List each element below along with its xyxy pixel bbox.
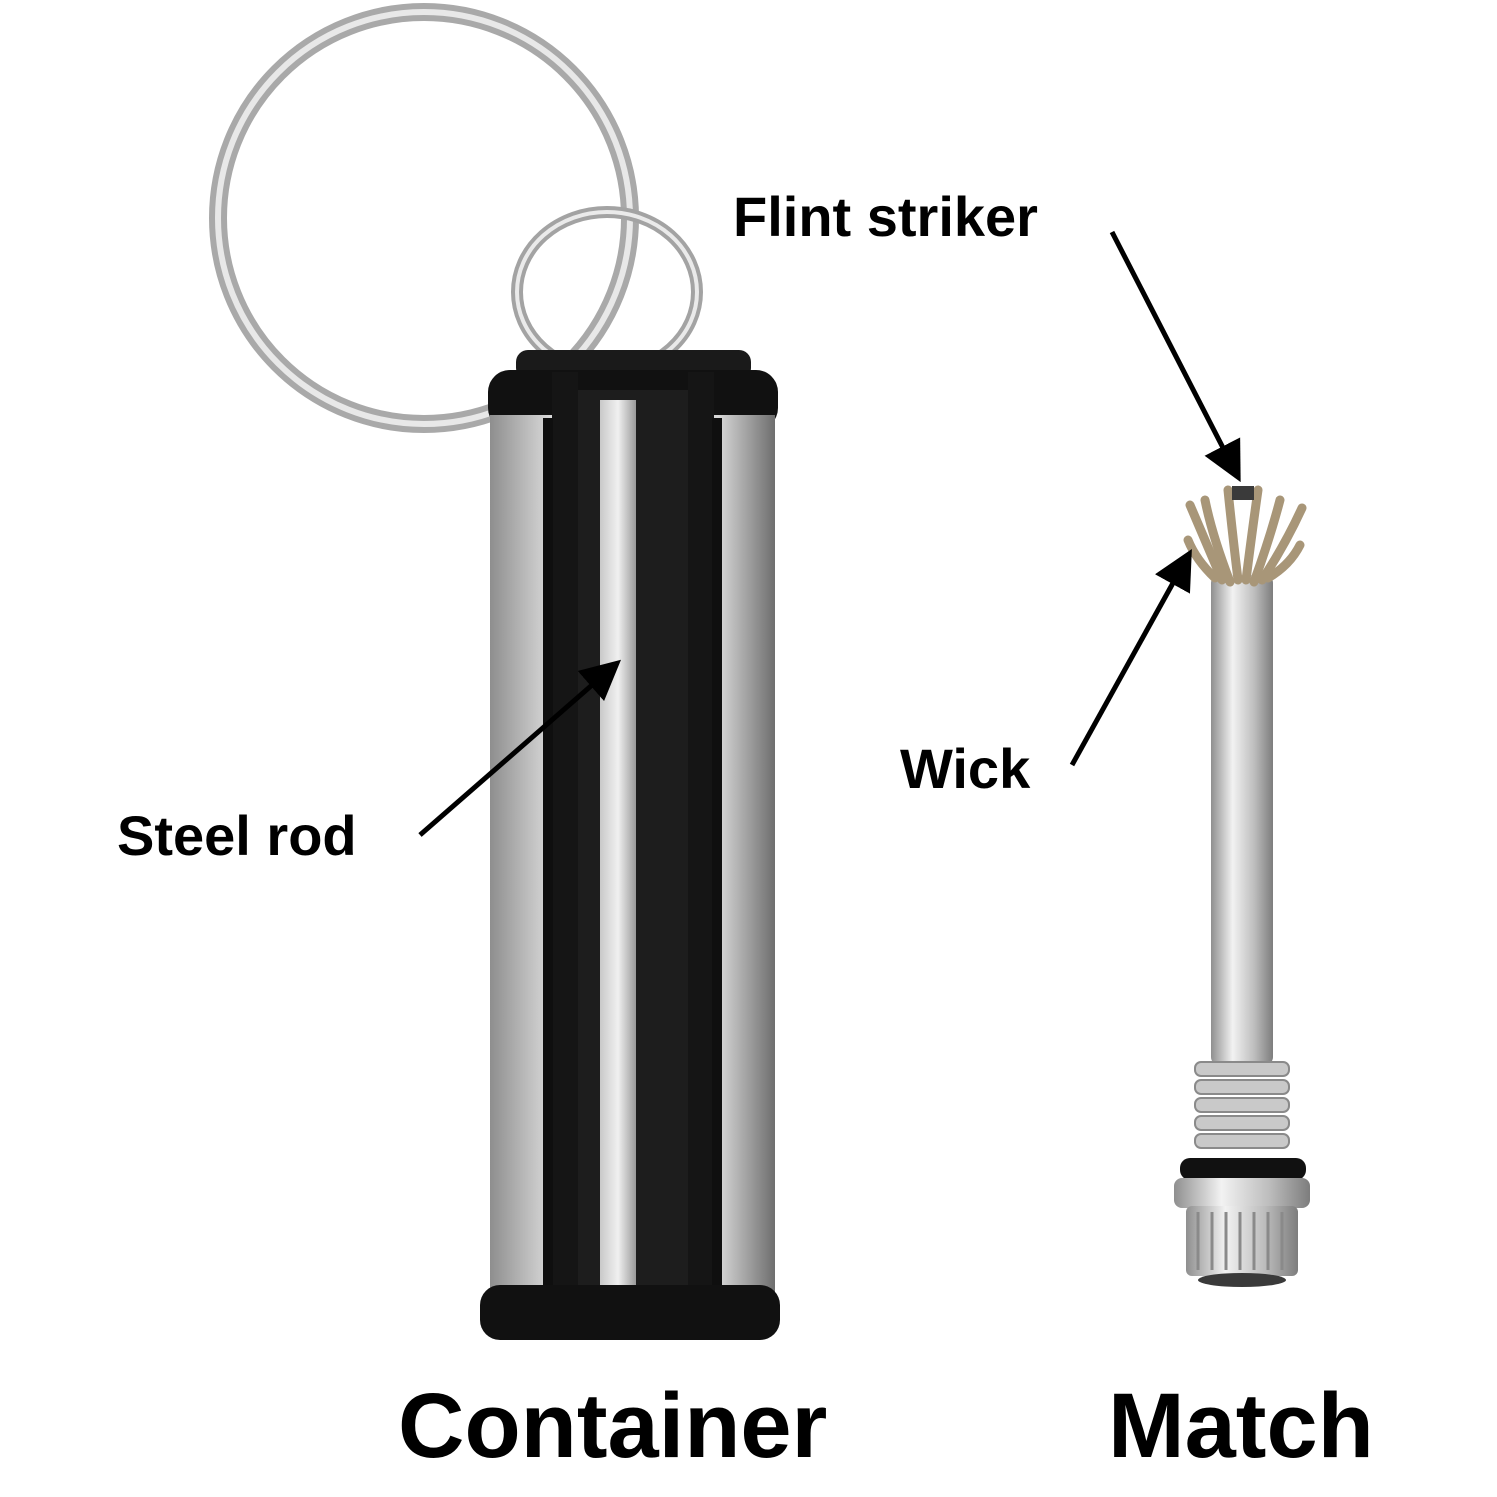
steel-rod-label: Steel rod	[117, 804, 357, 867]
arrow-icon	[418, 230, 1241, 837]
arrow-steel-rod	[418, 659, 622, 837]
arrow-wick	[1069, 549, 1192, 767]
wick-label: Wick	[900, 737, 1031, 800]
flint-striker-label: Flint striker	[733, 185, 1038, 248]
arrow-flint-striker	[1109, 230, 1241, 483]
match-caption: Match	[1108, 1375, 1374, 1477]
container-icon	[480, 350, 780, 1340]
container-caption: Container	[398, 1375, 828, 1477]
match-icon	[1174, 485, 1310, 1287]
